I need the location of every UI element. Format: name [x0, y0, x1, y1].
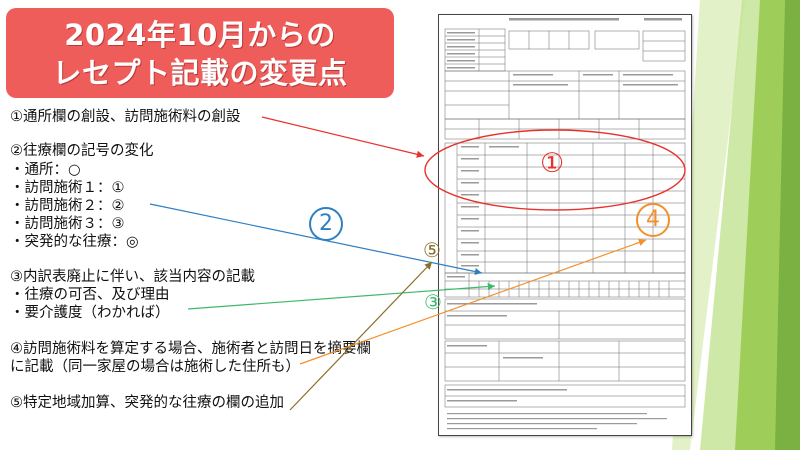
item-4-continuation: に記載（同一家屋の場合は施術した住所も） — [10, 359, 300, 375]
title-banner: 2024年10月からの レセプト記載の変更点 — [6, 8, 394, 98]
item-3-heading: ③内訳表廃止に伴い、該当内容の記載 — [10, 269, 255, 285]
item-1-heading: ①通所欄の創設、訪問施術料の創設 — [10, 109, 241, 125]
callout-5: ⑤ — [423, 238, 441, 262]
title-line-1: 2024年10月からの — [64, 18, 336, 52]
callout-3: ③ — [424, 290, 442, 314]
callout-4: 4 — [636, 203, 670, 237]
item-2-bullet-visit-3: ・訪問施術３：③ — [10, 216, 125, 232]
callout-2: 2 — [309, 207, 343, 241]
item-2-heading: ②往療欄の記号の変化 — [10, 143, 154, 159]
item-3-bullet-reason: ・往療の可否、及び理由 — [10, 287, 170, 303]
item-2-bullet-visit-1: ・訪問施術１：① — [10, 180, 125, 196]
item-2-bullet-visit-2: ・訪問施術２：② — [10, 198, 125, 214]
item-3-bullet-care-level: ・要介護度（わかれば） — [10, 305, 170, 321]
item-2-bullet-sudden: ・突発的な往療：◎ — [10, 234, 139, 250]
callout-1: ① — [540, 148, 565, 179]
item-5-heading: ⑤特定地域加算、突発的な往療の欄の追加 — [10, 395, 284, 411]
item-2-bullet-tsusho: ・通所：○ — [10, 162, 81, 178]
title-line-2: レセプト記載の変更点 — [52, 56, 348, 90]
item-4-heading: ④訪問施術料を算定する場合、施術者と訪問日を摘要欄 — [10, 341, 371, 357]
